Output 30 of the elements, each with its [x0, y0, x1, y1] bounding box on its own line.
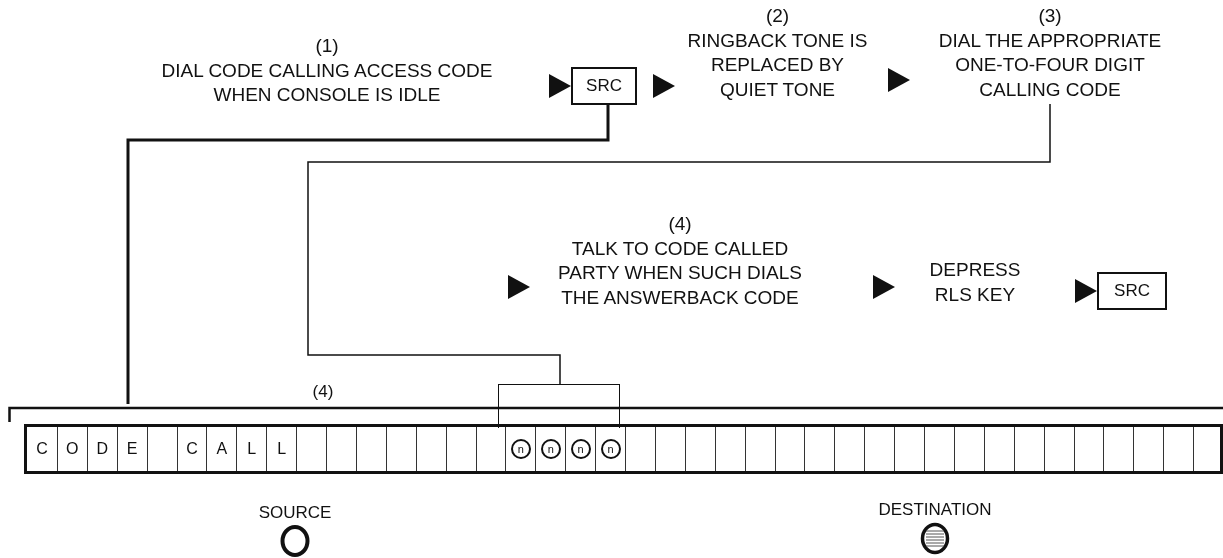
step-number: (2) — [764, 4, 791, 28]
step-text: RINGBACK TONE IS REPLACED BY QUIET TONE — [686, 28, 869, 102]
key-box: SRC — [571, 67, 637, 105]
display-character: L — [247, 440, 257, 458]
display-character: C — [186, 440, 198, 458]
display-character: D — [96, 440, 108, 458]
step-number: (1) — [314, 34, 340, 58]
field-label: DESTINATION — [878, 500, 992, 520]
circled-digit: n — [600, 439, 621, 459]
display-character: L — [277, 440, 287, 458]
display-character: A — [216, 440, 228, 458]
display-character: O — [66, 440, 79, 458]
step-number: (4) — [667, 212, 693, 236]
circled-digit: n — [570, 439, 591, 459]
step-text: DIAL THE APPROPRIATE ONE-TO-FOUR DIGIT CALLING CODE — [937, 28, 1163, 102]
leader-line — [126, 105, 610, 404]
circled-digit: n — [540, 439, 561, 459]
display-character: C — [36, 440, 48, 458]
field-label: SOURCE — [258, 503, 332, 523]
step-number: (4) — [312, 382, 334, 402]
key-box: SRC — [1097, 272, 1167, 310]
step-text: TALK TO CODE CALLED PARTY WHEN SUCH DIALS THE ANSWERBACK CODE — [557, 236, 803, 310]
step-text: DEPRESS RLS KEY — [928, 258, 1022, 307]
step-number: (3) — [1037, 4, 1063, 28]
circled-digit: n — [510, 439, 531, 459]
leader-line — [307, 103, 1051, 385]
bracket-box — [498, 384, 620, 428]
arrow — [506, 275, 530, 299]
display-character: E — [126, 440, 138, 458]
step-text: DIAL CODE CALLING ACCESS CODE WHEN CONSOLE IS IDLE — [160, 58, 494, 107]
